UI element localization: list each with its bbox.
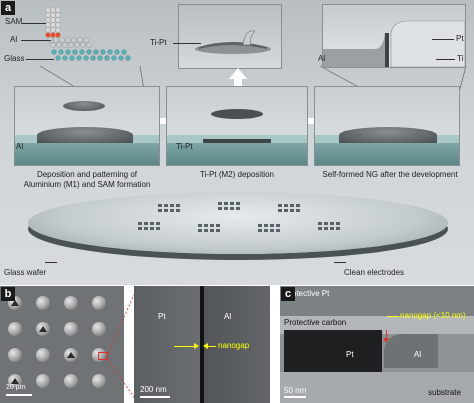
c-nanogap-label: nanogap (<10 nm) [400, 311, 466, 320]
step-3-caption: Self-formed NG after the development [322, 170, 458, 179]
zoom-al-label: Al [318, 54, 326, 63]
c-pt-label: Pt [346, 350, 354, 359]
zoom-region-marker [98, 352, 108, 360]
nanogap-line [200, 286, 204, 403]
step-2-label: Ti-Pt [176, 142, 193, 151]
panel-c-tem-cross-section: Protective Pt Protective carbon nanogap … [280, 286, 474, 403]
up-arrow-shaft [234, 78, 242, 88]
step-2-box [166, 86, 308, 166]
glass-layer-label: Glass [4, 54, 25, 63]
clean-electrodes-label: Clean electrodes [344, 268, 405, 277]
scalebar-c [284, 396, 306, 398]
sam-layer-illustration [40, 4, 135, 66]
al-layer-label: Al [10, 35, 18, 44]
c-nanogap-arrow-icon [386, 330, 387, 340]
glass-wafer-illustration [28, 192, 448, 254]
pt-electrode-region [284, 330, 382, 372]
zoom-pt-label: Pt [456, 34, 464, 43]
nanogap-arrow-icon [174, 346, 198, 347]
scalebar-b-right [140, 396, 170, 398]
panel-letter-a: a [1, 1, 15, 15]
scalebar-c-label: 50 nm [284, 386, 307, 395]
b-al-label: Al [224, 312, 232, 321]
zoom-box-nanogap [322, 4, 466, 68]
step-1-box [14, 86, 160, 166]
c-substrate-label: substrate [428, 388, 461, 397]
step-3-box [314, 86, 460, 166]
lifted-film-illustration [191, 27, 273, 57]
zoom-box-ti-pt [178, 4, 282, 69]
glass-wafer-label: Glass wafer [4, 268, 47, 277]
c-protective-carbon-label: Protective carbon [284, 318, 347, 327]
scalebar-b-right-label: 200 nm [140, 385, 167, 394]
scalebar-b-left [6, 394, 32, 396]
scalebar-b-left-label: 20 µm [6, 384, 26, 391]
panel-b-sem-array: 20 µm [0, 286, 124, 403]
zoom-ti-label: Ti [457, 54, 464, 63]
step-1-label: Al [16, 142, 24, 151]
up-arrow-icon [229, 68, 247, 79]
panel-b-sem-nanogap: Pt Al nanogap 200 nm [134, 286, 270, 403]
panel-a: a SAM Al Glass [0, 0, 474, 285]
b-pt-label: Pt [158, 312, 166, 321]
nanogap-cross-section [323, 13, 466, 68]
c-al-label: Al [414, 350, 422, 359]
panel-letter-c: c [281, 287, 295, 301]
step-2-caption: Ti-Pt (M2) deposition [200, 170, 274, 179]
b-nanogap-label: nanogap [218, 341, 250, 350]
substrate-region [280, 372, 474, 403]
step-1-caption: Deposition and patterning of Aluminium (… [23, 170, 151, 189]
panel-letter-b: b [1, 287, 15, 301]
sam-label: SAM [5, 17, 23, 26]
al-electrode-region [384, 334, 438, 368]
zoom-ti-pt-label: Ti-Pt [150, 38, 167, 47]
c-protective-pt-label: Protective Pt [284, 289, 330, 298]
zoom-lines-b [108, 289, 137, 401]
